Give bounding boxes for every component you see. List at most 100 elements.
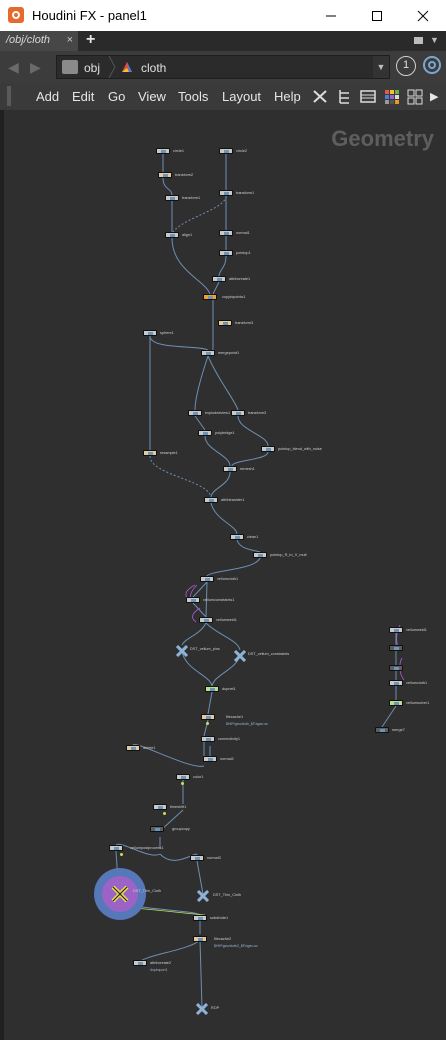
node-pointop-r-to-v[interactable] [253, 552, 267, 558]
pane-layout-icon[interactable] [414, 37, 423, 44]
node-transform1-left[interactable] [165, 195, 179, 201]
close-window-button[interactable] [400, 0, 446, 31]
network-editor[interactable]: Geometry [0, 110, 446, 1040]
node-circle2[interactable] [219, 148, 233, 154]
node-attribtransfer1[interactable] [204, 497, 218, 503]
node-mergepoint1[interactable] [201, 350, 215, 356]
list-view-icon[interactable] [359, 88, 377, 105]
toolbar-grip[interactable] [7, 86, 11, 106]
node-pointop-blend[interactable] [261, 446, 275, 452]
selected-node-highlight[interactable] [94, 868, 146, 920]
tab-close-icon[interactable]: × [66, 34, 73, 46]
path-item-cloth[interactable]: cloth [141, 61, 167, 75]
color-palette-icon[interactable] [383, 88, 401, 105]
toolbar-overflow-icon[interactable]: ▶ [430, 91, 439, 103]
node-side-vellumweld[interactable] [389, 627, 403, 633]
dop-x-icon[interactable] [176, 645, 188, 657]
node-side-dark1[interactable] [389, 645, 403, 651]
pin-badge[interactable]: 1 [396, 56, 416, 76]
network-path-field[interactable]: obj cloth ▼ [56, 55, 390, 79]
menu-go[interactable]: Go [108, 89, 126, 104]
node-label: filecache2 [214, 937, 232, 941]
grid-shapes-icon[interactable] [406, 88, 424, 105]
minimize-button[interactable] [308, 0, 354, 31]
houdini-logo-icon [8, 7, 24, 23]
menu-edit[interactable]: Edit [72, 89, 95, 104]
network-menu-bar: Add Edit Go View Tools Layout Help ▶ [0, 83, 446, 110]
wrench-icon[interactable] [311, 88, 329, 105]
node-normal2[interactable] [203, 756, 217, 762]
node-attribcreate1[interactable] [212, 276, 226, 282]
node-label: dopnet1 [222, 687, 236, 691]
node-remesh1[interactable] [223, 466, 237, 472]
node-label: attribcreate2 [150, 961, 172, 965]
node-pointop1[interactable] [219, 250, 233, 256]
node-delete1[interactable] [126, 745, 140, 751]
node-vellumpostprocess1[interactable] [109, 845, 123, 851]
menu-help[interactable]: Help [274, 89, 301, 104]
node-subdivide1[interactable] [193, 915, 207, 921]
node-normal1[interactable] [219, 230, 233, 236]
rop-x-icon[interactable] [196, 1003, 208, 1015]
back-arrow-icon[interactable]: ◀ [8, 59, 19, 75]
pane-menu-dropdown-icon[interactable]: ▼ [430, 35, 439, 45]
path-item-obj[interactable]: obj [84, 61, 101, 75]
node-polybridge1[interactable] [198, 430, 212, 436]
tab-obj-cloth[interactable]: /obj/cloth × [0, 31, 78, 51]
maximize-button[interactable] [354, 0, 400, 31]
node-circle1[interactable] [156, 148, 170, 154]
menu-add[interactable]: Add [36, 89, 60, 104]
node-label: vellumweld1 [216, 618, 237, 622]
window-title-bar: Houdini FX - panel1 [0, 0, 446, 31]
node-dopnet1[interactable] [205, 686, 219, 692]
node-label: DST_vellum_pins [190, 647, 220, 651]
node-label: circle2 [236, 149, 247, 153]
menu-tools[interactable]: Tools [178, 89, 209, 104]
node-sphere1[interactable] [143, 330, 157, 336]
node-transform3[interactable] [218, 320, 232, 326]
node-transform2[interactable] [158, 172, 172, 178]
node-connectivity1[interactable] [201, 736, 215, 742]
node-timeshift1[interactable] [153, 804, 167, 810]
node-label: transform2 [175, 173, 194, 177]
dop-x-icon[interactable] [197, 890, 209, 902]
add-tab-button[interactable]: + [86, 31, 96, 48]
node-clean1[interactable] [230, 534, 244, 540]
node-vellumconstraints1[interactable] [186, 597, 200, 603]
node-align1[interactable] [165, 232, 179, 238]
node-filecache1[interactable] [201, 714, 215, 720]
node-label: connectivity1 [218, 737, 240, 741]
menu-layout[interactable]: Layout [222, 89, 262, 104]
node-label: transform1 [182, 196, 201, 200]
dop-x-icon[interactable] [234, 650, 246, 662]
node-label: resample1 [160, 451, 178, 455]
close-icon [417, 10, 429, 21]
node-resample1[interactable] [143, 450, 157, 456]
status-dot [206, 722, 209, 725]
forward-arrow-icon[interactable]: ▶ [30, 59, 41, 75]
node-attribcreate2[interactable] [133, 960, 147, 966]
node-side-merge[interactable] [375, 727, 389, 733]
window-title: Houdini FX - panel1 [32, 8, 147, 23]
node-filecache2[interactable] [193, 936, 207, 942]
node-vellumcloth1[interactable] [200, 576, 214, 582]
node-groupcopy[interactable] [150, 826, 164, 832]
node-side-vellumcloth[interactable] [389, 680, 403, 686]
node-normal3[interactable] [190, 855, 204, 861]
node-side-dark2[interactable] [389, 665, 403, 671]
node-color1[interactable] [176, 774, 190, 780]
node-label: copytopoints1 [222, 295, 246, 299]
node-vellumweld1[interactable] [199, 617, 213, 623]
node-copytopoints1[interactable] [203, 294, 217, 300]
node-side-vellumsolver[interactable] [389, 700, 403, 706]
path-dropdown-icon[interactable]: ▼ [373, 56, 389, 78]
link-ring-icon[interactable] [423, 56, 441, 74]
node-explodedview1[interactable] [188, 410, 202, 416]
menu-view[interactable]: View [138, 89, 166, 104]
node-label: groupcopy [172, 827, 190, 831]
status-dot [181, 782, 184, 785]
node-transform1-right[interactable] [219, 190, 233, 196]
path-separator-icon [108, 56, 116, 78]
node-transform3b[interactable] [231, 410, 245, 416]
tree-view-icon[interactable] [336, 88, 354, 105]
